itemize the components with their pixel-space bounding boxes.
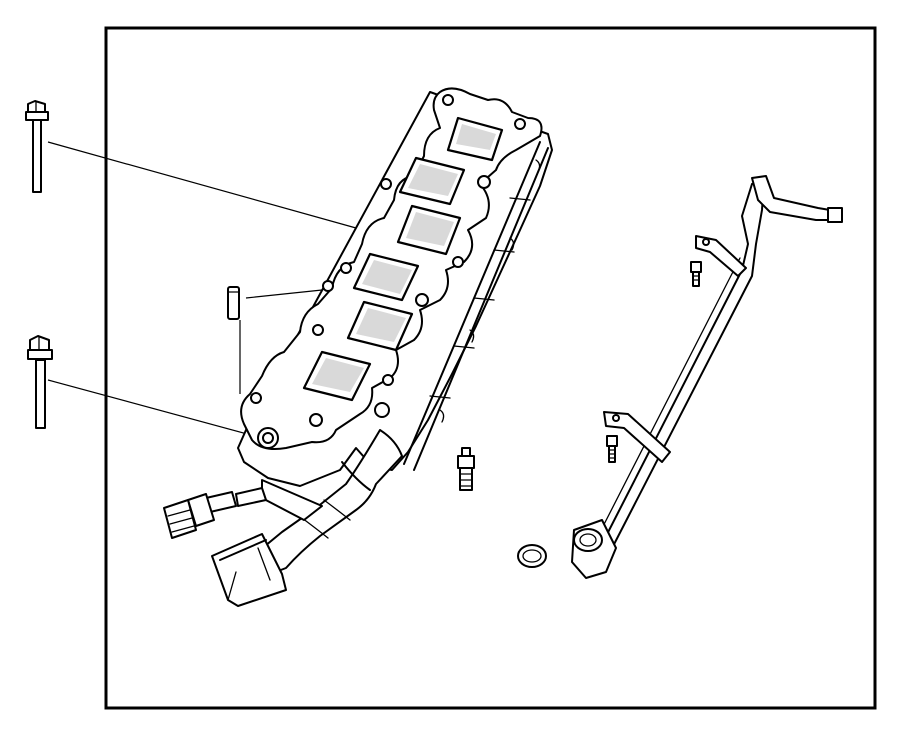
diagram-frame (104, 26, 877, 710)
temperature-sensor (163, 487, 267, 539)
leader-lines (47, 141, 357, 439)
bleed-screw (457, 447, 475, 491)
intake-manifold-plenum (237, 87, 553, 487)
o-ring (517, 544, 547, 568)
tube-bolt-upper (690, 261, 702, 287)
bolt-long-upper (25, 100, 49, 193)
coolant-tube (571, 175, 843, 579)
coolant-outlet-housing (211, 429, 403, 607)
bolt-long-lower (27, 335, 53, 429)
tube-bolt-lower (606, 435, 618, 463)
dowel-pin (227, 286, 240, 320)
